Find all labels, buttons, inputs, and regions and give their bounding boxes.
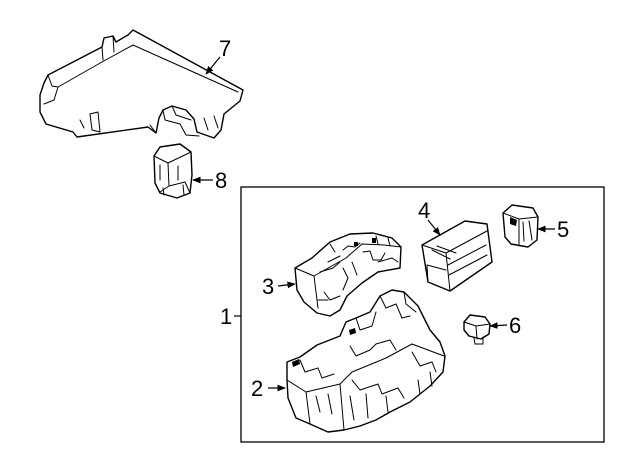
callout-1: 1 — [220, 304, 232, 329]
part-7-cover[interactable] — [39, 29, 244, 139]
callout-4: 4 — [418, 198, 430, 223]
leader-3 — [277, 281, 296, 289]
leader-4 — [427, 219, 441, 236]
callout-2: 2 — [251, 376, 263, 401]
part-6-connector[interactable] — [463, 314, 491, 345]
callout-5: 5 — [557, 217, 569, 242]
part-5-relay[interactable] — [502, 204, 539, 248]
leader-6 — [489, 322, 508, 329]
assembly-frame — [240, 186, 605, 443]
callout-7: 7 — [219, 36, 231, 61]
callout-8: 8 — [215, 168, 227, 193]
leaders — [192, 56, 555, 392]
part-8-relay[interactable] — [153, 143, 193, 199]
part-3-upper-housing[interactable] — [294, 232, 402, 317]
leader-7 — [205, 56, 221, 75]
part-2-lower-base[interactable] — [286, 289, 446, 433]
callout-6: 6 — [509, 313, 521, 338]
part-4-fuse-block[interactable] — [421, 220, 493, 292]
callout-3: 3 — [262, 274, 274, 299]
